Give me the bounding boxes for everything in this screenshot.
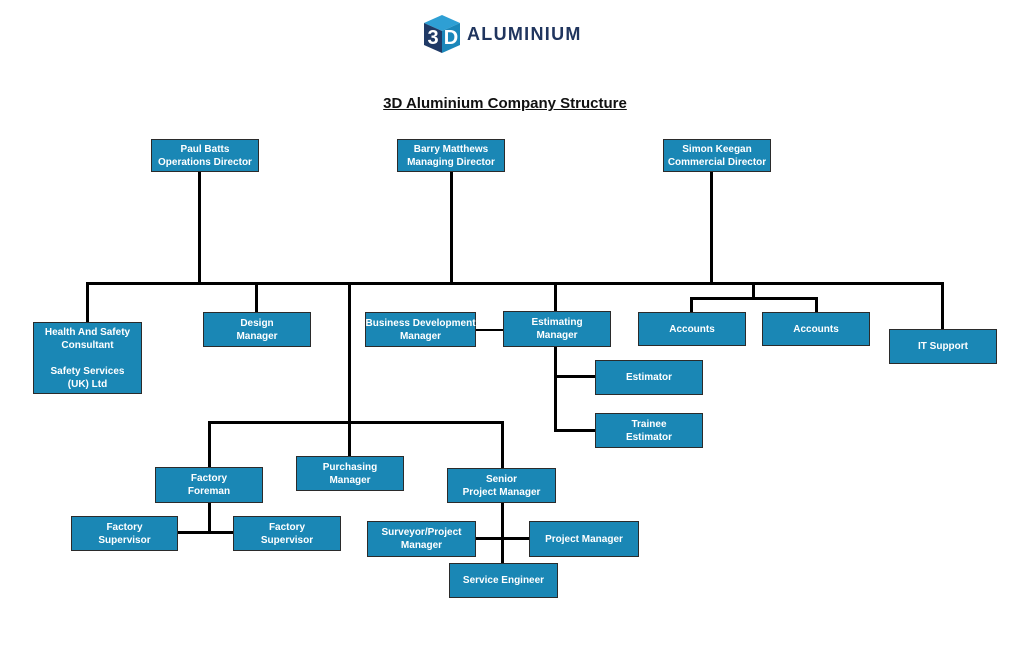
connector-simon-down (710, 172, 713, 283)
org-node-it-support[interactable]: IT Support (889, 329, 997, 364)
connector-trainee-stub (556, 429, 595, 432)
org-node-estimating-manager[interactable]: Estimating Manager (503, 311, 611, 347)
org-node-business-development-manager[interactable]: Business Development Manager (365, 312, 476, 347)
connector-spm-down (501, 421, 504, 468)
org-node-service-engineer[interactable]: Service Engineer (449, 563, 558, 598)
connector-paul-down (198, 172, 201, 283)
org-node-project-manager[interactable]: Project Manager (529, 521, 639, 557)
connector-barry-down (450, 172, 453, 283)
connector-estimating-down (554, 284, 557, 311)
connector-bdm-estimating (476, 329, 503, 331)
chart-title: 3D Aluminium Company Structure (383, 95, 627, 112)
org-node-surveyor-project-manager[interactable]: Surveyor/Project Manager (367, 521, 476, 557)
org-node-paul-batts[interactable]: Paul Batts Operations Director (151, 139, 259, 172)
org-node-factory-supervisor-2[interactable]: Factory Supervisor (233, 516, 341, 551)
connector-design-down (255, 284, 258, 312)
connector-main-horizontal (86, 282, 944, 285)
connector-spm-sub (501, 503, 504, 563)
connector-mid-down (348, 284, 351, 456)
connector-supervisors-horizontal (178, 531, 233, 534)
company-logo: 3 D ALUMINIUM (423, 14, 582, 54)
org-node-accounts-1[interactable]: Accounts (638, 312, 746, 346)
org-node-purchasing-manager[interactable]: Purchasing Manager (296, 456, 404, 491)
connector-health-down (86, 284, 89, 322)
org-node-trainee-estimator[interactable]: Trainee Estimator (595, 413, 703, 448)
connector-lower-horizontal (208, 421, 504, 424)
logo-brand-text: ALUMINIUM (467, 23, 582, 44)
org-node-accounts-2[interactable]: Accounts (762, 312, 870, 346)
connector-it-down (941, 284, 944, 329)
connector-foreman-down (208, 421, 211, 467)
org-node-factory-foreman[interactable]: Factory Foreman (155, 467, 263, 503)
connector-accounts-stub (752, 284, 755, 300)
connector-estimating-sub (554, 347, 557, 432)
org-node-senior-project-manager[interactable]: Senior Project Manager (447, 468, 556, 503)
connector-foreman-sub (208, 503, 211, 533)
org-node-estimator[interactable]: Estimator (595, 360, 703, 395)
svg-text:D: D (444, 27, 458, 49)
connector-accounts2-down (815, 299, 818, 312)
org-node-barry-matthews[interactable]: Barry Matthews Managing Director (397, 139, 505, 172)
svg-text:3: 3 (427, 27, 438, 49)
org-node-factory-supervisor-1[interactable]: Factory Supervisor (71, 516, 178, 551)
connector-estimator-stub (556, 375, 595, 378)
connector-surveyor-pm (476, 537, 529, 540)
org-node-health-safety[interactable]: Health And Safety Consultant Safety Serv… (33, 322, 142, 394)
connector-accounts1-down (690, 299, 693, 312)
org-node-simon-keegan[interactable]: Simon Keegan Commercial Director (663, 139, 771, 172)
connector-accounts-horizontal (690, 297, 818, 300)
logo-cube-icon: 3 D (424, 15, 460, 53)
org-node-design-manager[interactable]: Design Manager (203, 312, 311, 347)
